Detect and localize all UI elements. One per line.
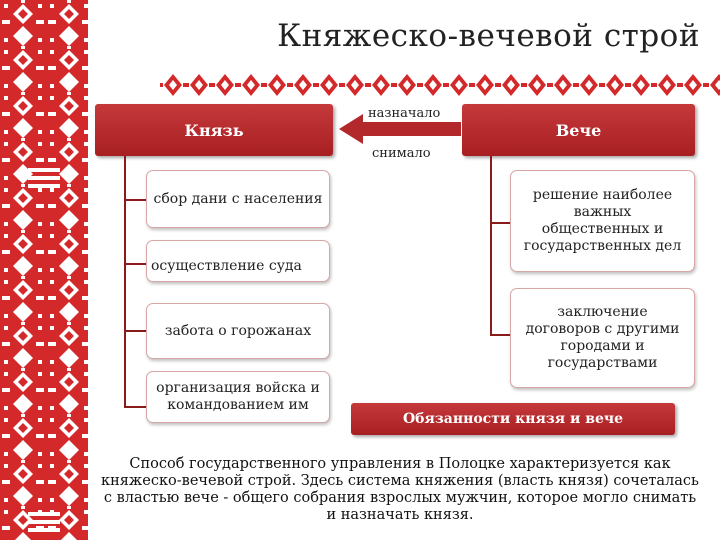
- duties-label: Обязанности князя и вече: [351, 403, 675, 435]
- veche-connector: [490, 222, 510, 224]
- prince-duty-court: осуществление суда: [146, 240, 330, 282]
- veche-connector-vertical: [490, 156, 492, 336]
- prince-duty-army: организация войска и командованием им: [146, 371, 330, 423]
- folk-ornament-left: [0, 0, 92, 540]
- prince-connector-vertical: [124, 156, 126, 408]
- prince-box: Князь: [95, 104, 333, 156]
- slide-title: Княжеско-вечевой строй: [277, 18, 700, 54]
- arrow-label-dismiss: снимало: [372, 146, 431, 161]
- veche-duty-treaties: заключение договоров с другими городами …: [510, 288, 695, 388]
- prince-connector: [124, 406, 146, 408]
- prince-connector: [124, 263, 146, 265]
- prince-connector: [124, 199, 146, 201]
- veche-box: Вече: [462, 104, 695, 156]
- prince-connector: [124, 330, 146, 332]
- prince-duty-tax: сбор дани с населения: [146, 170, 330, 228]
- prince-duty-citizens: забота о горожанах: [146, 303, 330, 359]
- folk-ornament-band: [160, 72, 720, 98]
- appoint-dismiss-arrow: [339, 114, 461, 144]
- veche-duty-affairs: решение наиболее важных общественных и г…: [510, 170, 695, 272]
- arrow-label-appoint: назначало: [368, 106, 441, 121]
- caption-text: Способ государственного управления в Пол…: [101, 456, 699, 523]
- veche-connector: [490, 334, 510, 336]
